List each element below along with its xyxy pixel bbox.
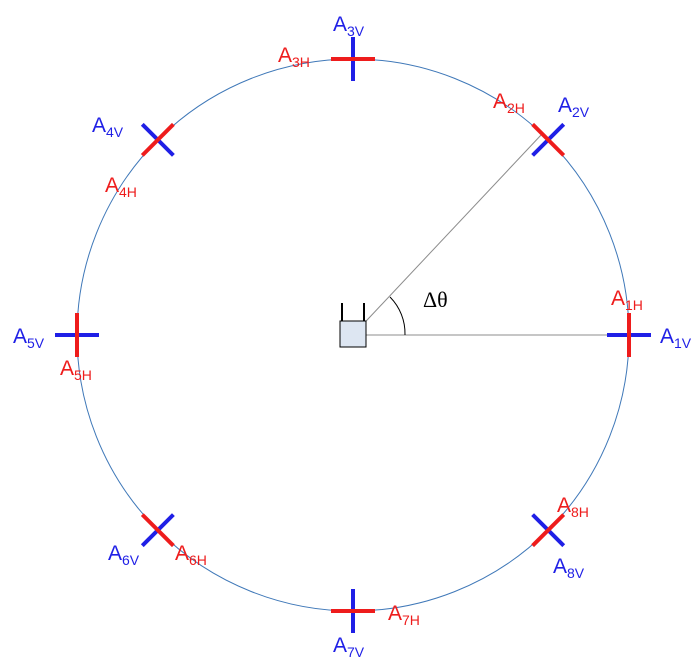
antenna-8 — [531, 513, 566, 548]
antenna-6-h-label: A6H — [175, 542, 207, 568]
antenna-1-v-label: A1V — [660, 325, 692, 351]
receiver-antenna-icon — [341, 303, 365, 321]
antenna-3-h-label: A3H — [278, 44, 310, 70]
receiver-box — [339, 320, 367, 348]
antenna-4 — [140, 122, 175, 157]
antenna-8-h-label: A8H — [557, 494, 589, 520]
antenna-7-h-label: A7H — [388, 602, 420, 628]
antenna-4-v-element — [140, 122, 175, 157]
antenna-2-v-label: A2V — [558, 94, 590, 120]
antenna-8-v-label: A8V — [553, 555, 585, 581]
radial-line-diagonal — [352, 133, 543, 336]
center-receiver — [339, 303, 367, 348]
antenna-4-v-label: A4V — [92, 114, 124, 140]
angle-label: Δθ — [423, 287, 448, 312]
antenna-2-h-label: A2H — [493, 90, 525, 116]
antenna-5-h-label: A5H — [60, 357, 92, 383]
antenna-2 — [531, 122, 566, 157]
antenna-6-v-label: A6V — [108, 542, 140, 568]
antenna-8-v-element — [531, 513, 566, 548]
antenna-4-h-label: A4H — [105, 174, 137, 200]
antennas-layer: A1V A1H A2V A2H A3V A3H A4V A4H A5V A5H A6V A6H A7V A… — [13, 13, 692, 657]
antenna-2-v-element — [531, 122, 566, 157]
antenna-3 — [331, 37, 375, 81]
antenna-6 — [140, 513, 175, 548]
antenna-1 — [607, 313, 651, 357]
antenna-7-v-label: A7V — [333, 634, 365, 657]
antenna-7 — [331, 589, 375, 633]
antenna-5-v-label: A5V — [13, 325, 45, 351]
antenna-5 — [55, 313, 99, 357]
antenna-3-v-label: A3V — [333, 13, 365, 39]
antenna-1-h-label: A1H — [611, 287, 643, 313]
angle-arc — [389, 296, 406, 336]
antenna-6-v-element — [140, 513, 175, 548]
